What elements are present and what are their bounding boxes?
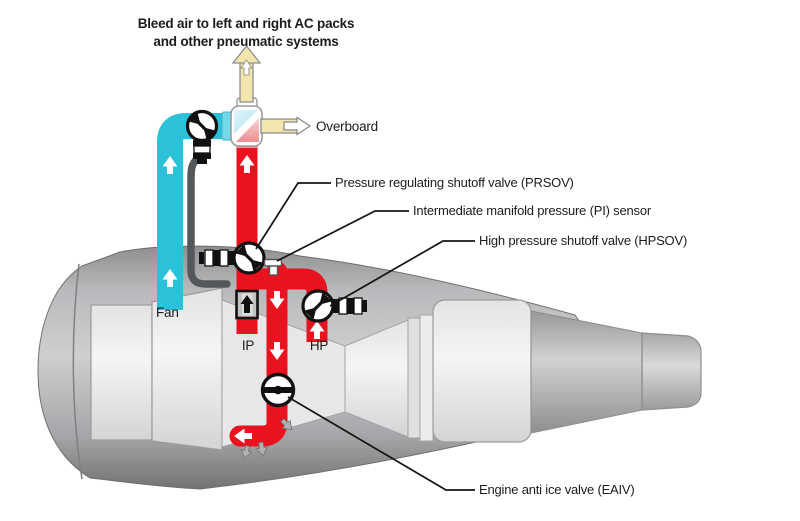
prsov-label: Pressure regulating shutoff valve (PRSOV…: [335, 175, 574, 190]
packs-note-line1: Bleed air to left and right AC packs: [138, 16, 355, 31]
white-up-arrow: [240, 59, 253, 76]
fan-disc: [151, 287, 223, 451]
overboard-label: Overboard: [316, 119, 378, 134]
mix-box-red-side: [236, 118, 259, 142]
prsov-valve: [199, 241, 266, 275]
case-ring: [419, 314, 434, 442]
turbine-taper: [530, 310, 643, 434]
butterfly-disc-icon: [188, 112, 216, 140]
anti-ice-pipe: [229, 261, 288, 447]
butterfly-disc-icon: [304, 292, 332, 320]
fan-air-valve: [185, 109, 219, 164]
check-valve: [235, 289, 259, 320]
inlet-lip-line: [72, 263, 83, 480]
hp-label: HP: [310, 338, 329, 353]
case-ring: [407, 317, 421, 439]
check-valve-arrow-icon: [240, 295, 254, 313]
hpsov-leader-line: [329, 240, 475, 307]
fan-frame: [90, 304, 153, 441]
exhaust-cone: [641, 332, 702, 411]
pi-sensor-label: Intermediate manifold pressure (PI) sens…: [413, 203, 652, 218]
hpsov-label: High pressure shutoff valve (HPSOV): [479, 233, 687, 248]
pi-leader-line: [276, 210, 409, 262]
turbine-case: [432, 299, 532, 443]
hpsov-valve: [301, 289, 367, 323]
packs-note-line2: and other pneumatic systems: [153, 34, 338, 49]
mix-box-cyan-side: [234, 110, 258, 134]
eaiv-valve: [260, 372, 296, 408]
prsov-leader-line: [255, 182, 331, 250]
bleed-to-packs-arrow: [231, 44, 262, 103]
eaiv-leader-line: [287, 396, 475, 491]
sense-line: [187, 154, 231, 288]
overboard-arrow: [260, 116, 312, 136]
fan-label: Fan: [156, 305, 179, 320]
white-right-arrow: [283, 116, 312, 136]
eaiv-label: Engine anti ice valve (EAIV): [479, 482, 635, 497]
precooler-mixing-box: [221, 97, 263, 148]
ip-label: IP: [242, 338, 255, 353]
butterfly-disc-icon: [235, 244, 263, 272]
